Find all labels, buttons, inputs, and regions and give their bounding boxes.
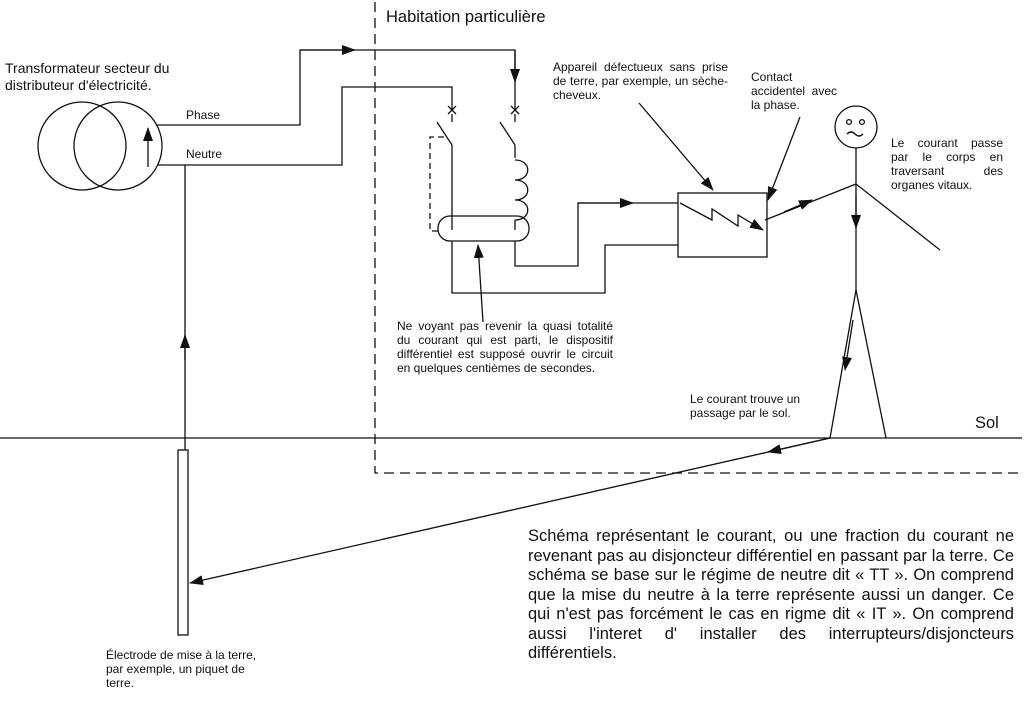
output-neutre-wire [451, 241, 678, 294]
electrode-note: Électrode de mise à la terre, par exempl… [106, 648, 257, 690]
ground-current-path [189, 437, 831, 586]
phase-label: Phase [186, 108, 221, 122]
rcd-note: Ne voyant pas revenir la quasi totalité … [397, 319, 613, 375]
transformer-label: Transformateur secteur du distributeur d… [5, 60, 170, 93]
appliance-box [677, 192, 768, 258]
sol-label: Sol [975, 414, 999, 432]
neutre-label: Neutre [186, 147, 223, 161]
house-title: Habitation particulière [386, 8, 546, 26]
breaker-terminals [447, 105, 520, 115]
ground-path-note: Le courant trouve un passage par le sol. [690, 392, 801, 420]
contact-note: Contact accidentel avec la phase. [751, 70, 837, 112]
differential-breaker [429, 121, 530, 242]
appliance-note: Appareil défectueux sans prise de terre,… [553, 60, 728, 102]
earth-electrode [177, 449, 189, 636]
fault-spark [679, 202, 764, 231]
neutre-wire [157, 86, 453, 166]
house-boundary [374, 2, 1020, 474]
transformer-symbol [37, 101, 163, 191]
body-current-note: Le courant passe par le corps en travers… [891, 136, 1003, 192]
output-phase-wire [514, 202, 678, 267]
caption: Schéma représentant le courant, ou une f… [528, 527, 1014, 662]
